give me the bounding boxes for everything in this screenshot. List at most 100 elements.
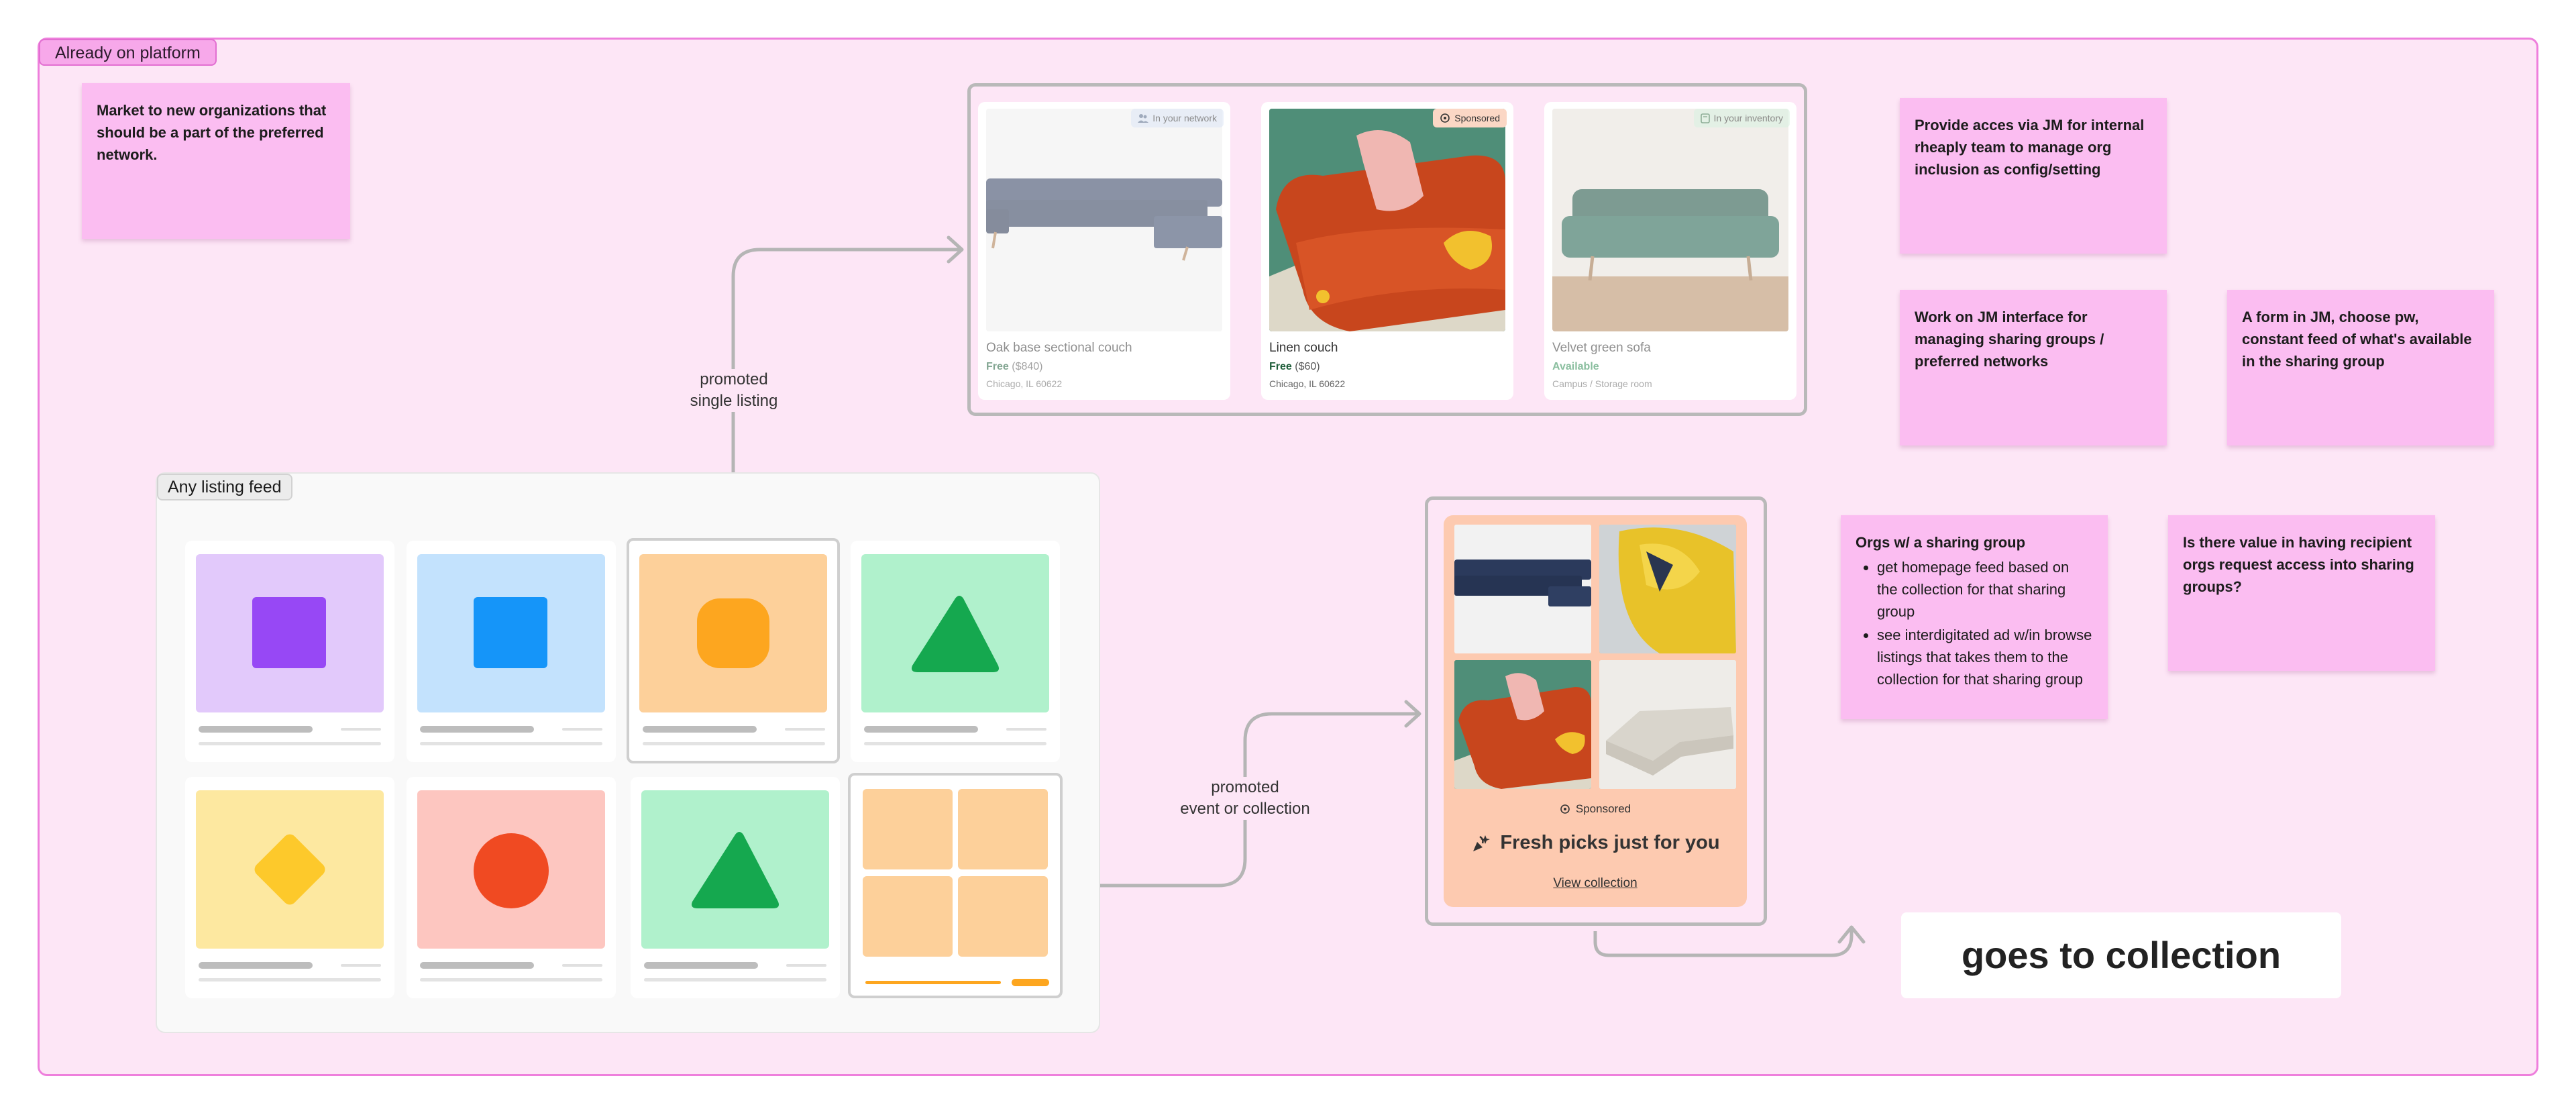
connector-label-single: promoted single listing [679,369,789,412]
feed-card[interactable] [851,541,1060,762]
card-title-placeholder [199,726,313,733]
collection-sponsored-label: Sponsored [1575,802,1631,815]
listing-price-note: ($840) [1012,361,1043,372]
card-subtitle-placeholder [420,742,602,745]
collection-headline-text: Fresh picks just for you [1500,832,1720,853]
feed-card[interactable] [407,777,616,998]
square-icon [252,597,326,668]
collection-title-placeholder [865,981,1001,984]
listing-price: Free ($60) [1269,361,1320,373]
circle-icon [474,833,549,908]
feed-card[interactable] [631,777,840,998]
connector-label-line: promoted [1211,778,1279,796]
connector-label-collection: promoted event or collection [1167,777,1323,820]
listing-badge: Sponsored [1433,109,1507,127]
listing-badge: In your network [1131,109,1224,127]
card-subtitle-placeholder [643,742,825,745]
diamond-icon [252,831,328,908]
sticky-note-value: Is there value in having recipient orgs … [2168,515,2435,671]
listing-badge-label: In your inventory [1713,113,1784,123]
listing-feed-label: Any listing feed [157,474,292,500]
feed-card[interactable] [185,777,394,998]
collection-card[interactable]: Sponsored Fresh picks just for you View … [1444,515,1747,907]
feed-card[interactable] [407,541,616,762]
card-thumbnail [196,790,384,949]
connector-label-line: single listing [690,392,778,410]
card-title-placeholder [864,726,978,733]
collection-photo [1599,525,1736,653]
card-meta-placeholder [1006,728,1046,731]
listing-card[interactable]: In your network Oak base sectional couch… [978,102,1230,400]
card-subtitle-placeholder [199,978,381,981]
sticky-note-form: A form in JM, choose pw, constant feed o… [2227,290,2494,445]
listing-location: Chicago, IL 60622 [986,378,1063,389]
collection-photo [1454,525,1591,653]
green-sofa-image [1552,109,1788,331]
listing-price-note: ($60) [1295,361,1320,372]
orange-couch-image [1269,109,1505,331]
triangle-icon [692,832,779,908]
card-thumbnail [641,790,829,949]
card-title-placeholder [420,726,534,733]
card-title-placeholder [420,962,534,969]
collection-tile [863,876,953,957]
card-thumbnail [639,554,827,712]
listing-price-value: Available [1552,361,1599,372]
view-collection-link[interactable]: View collection [1553,876,1638,890]
card-thumbnail [417,790,605,949]
listing-photo [1269,109,1505,331]
collection-tile [863,789,953,869]
card-subtitle-placeholder [420,978,602,981]
square-icon [474,597,547,668]
card-meta-placeholder [785,728,825,731]
card-meta-placeholder [341,964,381,967]
goes-to-collection-text: goes to collection [1901,912,2341,998]
card-meta-placeholder [562,964,602,967]
sticky-note-access: Provide acces via JM for internal rheapl… [1900,98,2167,254]
feed-card-promoted[interactable] [627,538,840,763]
triangle-icon [912,596,999,672]
card-title-placeholder [199,962,313,969]
listing-title: Linen couch [1269,341,1338,355]
sticky-note-interface: Work on JM interface for managing sharin… [1900,290,2167,445]
sectional-couch-image [1454,525,1591,653]
listing-badge-label: Sponsored [1454,113,1500,123]
card-thumbnail [196,554,384,712]
collection-photo [1454,660,1591,789]
listing-photo [1552,109,1788,331]
card-subtitle-placeholder [199,742,381,745]
people-icon [1138,114,1149,123]
collection-headline: Fresh picks just for you [1444,832,1747,854]
listing-price: Available [1552,361,1599,373]
yellow-chair-image [1599,525,1736,653]
card-subtitle-placeholder [644,978,826,981]
sparkle-icon [1473,835,1491,851]
collection-sponsored: Sponsored [1444,802,1747,816]
listing-location: Campus / Storage room [1552,378,1652,389]
card-meta-placeholder [786,964,826,967]
listing-card-sponsored[interactable]: Sponsored Linen couch Free ($60) Chicago… [1261,102,1513,400]
squircle-icon [697,598,769,668]
sticky-title: Orgs w/ a sharing group [1856,534,2026,551]
box-icon [1700,113,1710,123]
feed-card[interactable] [185,541,394,762]
card-meta-placeholder [562,728,602,731]
listing-title: Velvet green sofa [1552,341,1651,355]
card-subtitle-placeholder [864,742,1046,745]
listing-badge-label: In your network [1152,113,1217,123]
card-title-placeholder [644,962,758,969]
feed-card-collection[interactable] [848,773,1063,998]
connector-label-line: promoted [700,370,768,388]
listing-badge: In your inventory [1693,109,1790,127]
connector-label-line: event or collection [1180,800,1310,818]
card-meta-placeholder [341,728,381,731]
card-thumbnail [417,554,605,712]
sticky-note-orgs: Orgs w/ a sharing group get homepage fee… [1841,515,2108,719]
listing-price-value: Free [1269,361,1292,372]
sectional-couch-image [986,109,1222,331]
listing-card[interactable]: In your inventory Velvet green sofa Avai… [1544,102,1796,400]
section-label: Already on platform [39,39,217,66]
card-thumbnail [861,554,1049,712]
collection-tile [958,789,1048,869]
sticky-bullet: get homepage feed based on the collectio… [1877,556,2093,623]
